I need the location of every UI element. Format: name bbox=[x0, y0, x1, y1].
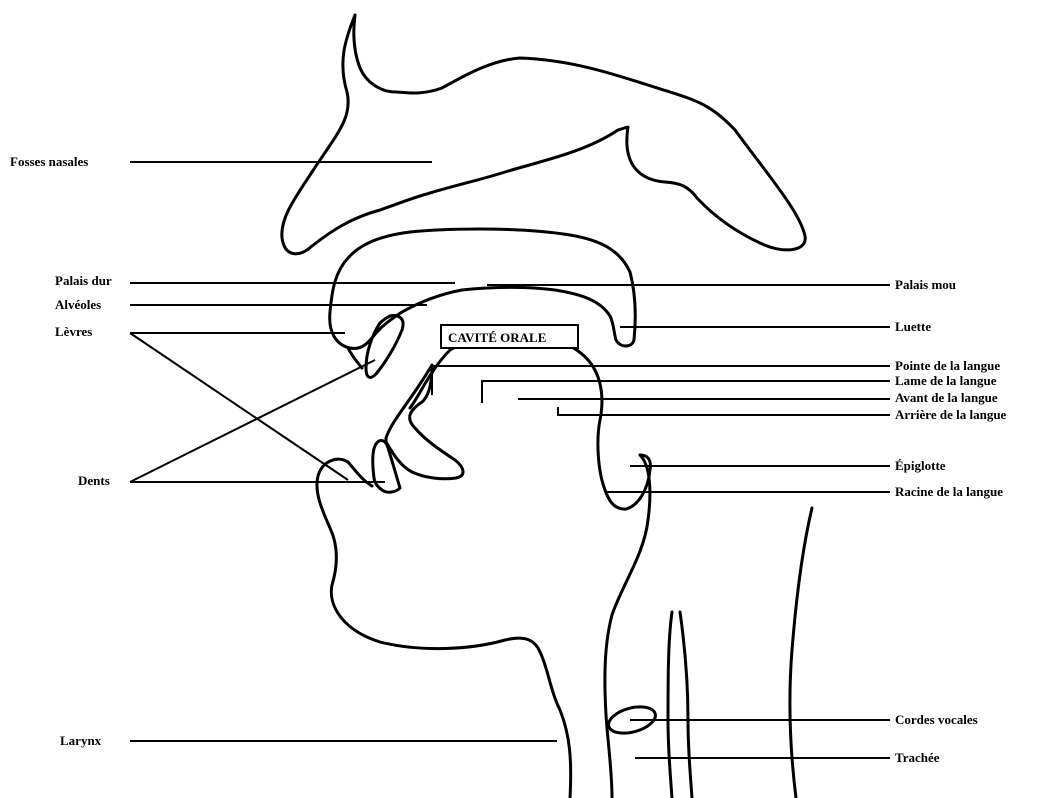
left-labels: Fosses nasales Palais dur Alvéoles Lèvre… bbox=[10, 154, 112, 748]
cavite-orale-label: CAVITÉ ORALE bbox=[448, 330, 546, 345]
label-alveoles: Alvéoles bbox=[55, 297, 101, 312]
trachea-right-outline bbox=[680, 612, 692, 798]
label-palais-dur: Palais dur bbox=[55, 273, 112, 288]
anatomy-outlines bbox=[282, 15, 812, 798]
label-pointe-langue: Pointe de la langue bbox=[895, 358, 1000, 373]
label-luette: Luette bbox=[895, 319, 931, 334]
label-levres: Lèvres bbox=[55, 324, 92, 339]
right-labels: Palais mou Luette Pointe de la langue La… bbox=[895, 277, 1007, 765]
label-epiglotte: Épiglotte bbox=[895, 458, 946, 473]
label-dents: Dents bbox=[78, 473, 110, 488]
leader-levres-diag bbox=[130, 333, 348, 480]
trachea-outline bbox=[668, 612, 672, 798]
label-avant-langue: Avant de la langue bbox=[895, 390, 998, 405]
label-trachee: Trachée bbox=[895, 750, 940, 765]
nasal-cavity-outline bbox=[282, 15, 805, 254]
label-lame-langue: Lame de la langue bbox=[895, 373, 997, 388]
lower-incisor-outline bbox=[373, 441, 400, 493]
label-fosses-nasales: Fosses nasales bbox=[10, 154, 88, 169]
lower-jaw-outline bbox=[317, 459, 571, 798]
neck-back-outline bbox=[790, 508, 812, 798]
label-cordes-vocales: Cordes vocales bbox=[895, 712, 978, 727]
label-arriere-langue: Arrière de la langue bbox=[895, 407, 1007, 422]
leader-dents-diag bbox=[130, 360, 375, 482]
label-racine-langue: Racine de la langue bbox=[895, 484, 1003, 499]
leader-lines bbox=[130, 162, 890, 758]
leader-arriere-langue bbox=[558, 407, 890, 415]
upper-lip-outline bbox=[348, 348, 362, 368]
label-palais-mou: Palais mou bbox=[895, 277, 956, 292]
pharynx-front-outline bbox=[605, 455, 650, 798]
label-larynx: Larynx bbox=[60, 733, 102, 748]
tongue-body-outline bbox=[410, 336, 650, 509]
